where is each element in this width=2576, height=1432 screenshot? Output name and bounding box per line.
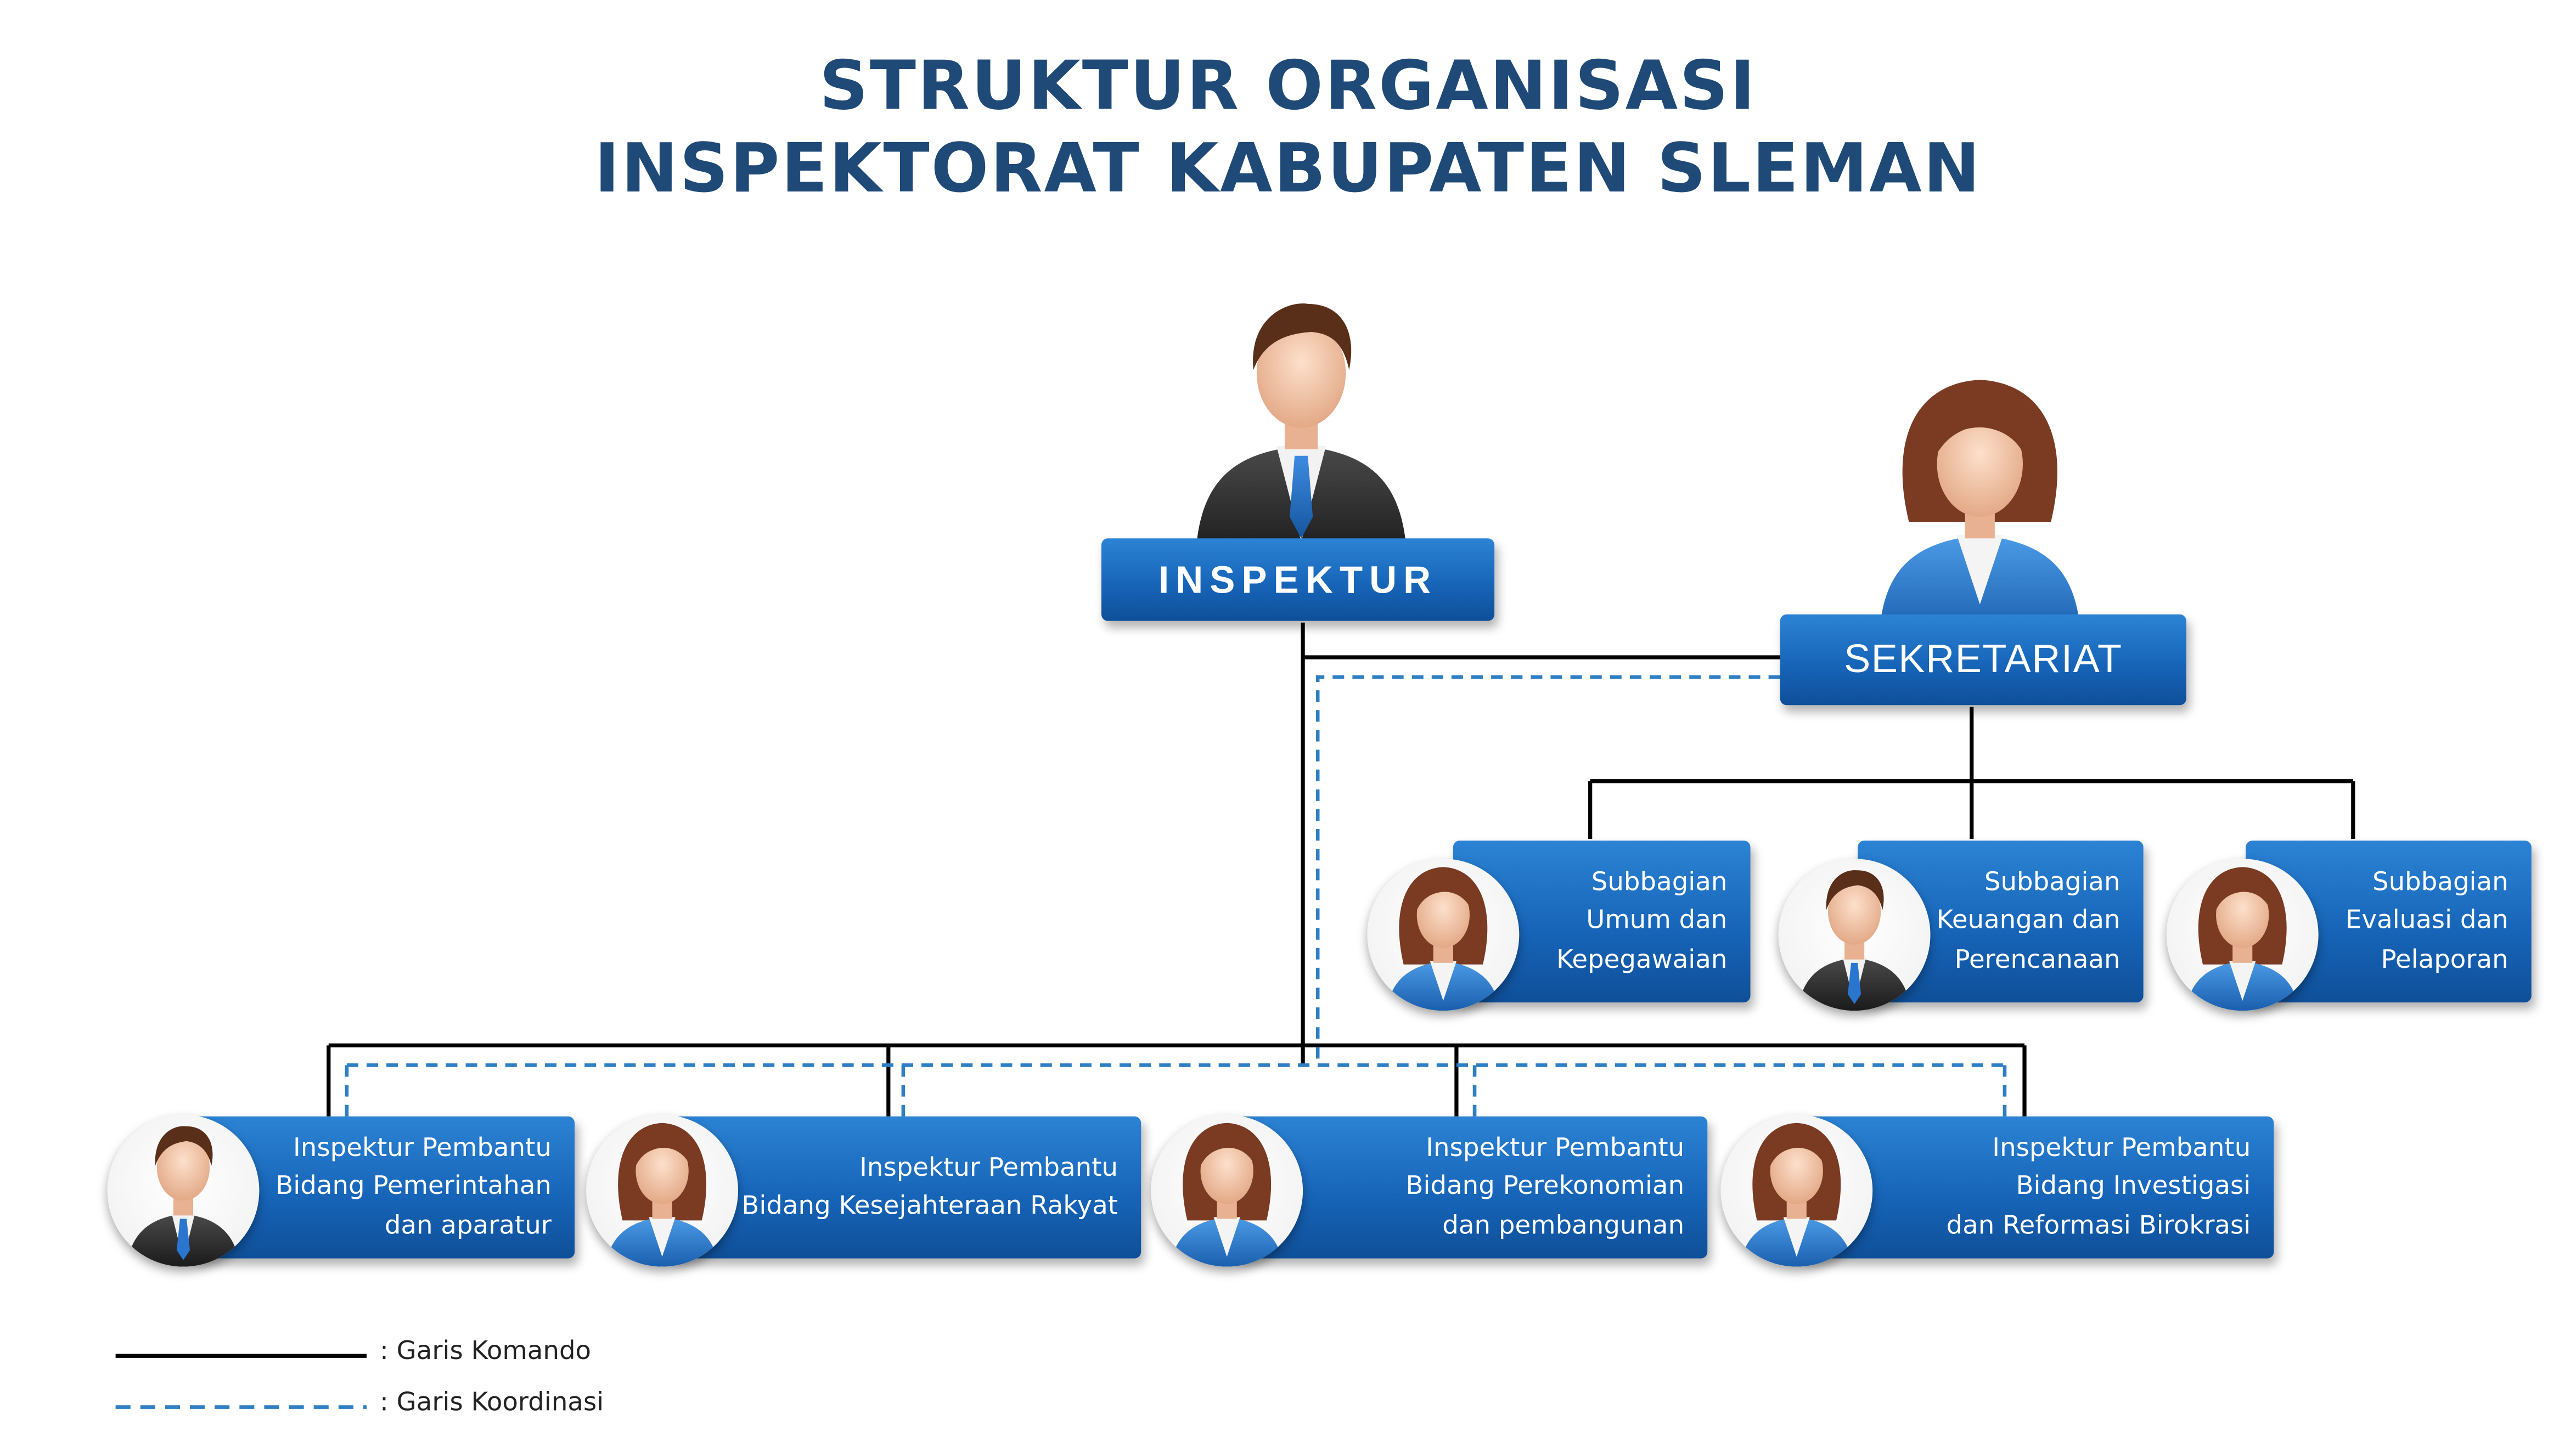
inspektur-pembantu-card-line: Inspektur Pembantu [859,1152,1118,1182]
sekretariat-label: SEKRETARIAT [1844,636,2123,681]
inspektur-pembantu-card-line: dan pembangunan [1442,1210,1685,1240]
subbagian-card-line: Kepegawaian [1556,944,1728,974]
inspektur-pembantu-card-line: Inspektur Pembantu [293,1132,552,1163]
subbagian-card-line: Pelaporan [2381,944,2508,974]
male-official-icon [1185,294,1416,559]
legend-command-label: : Garis Komando [380,1336,592,1366]
inspektur-pembantu-card-line: Inspektur Pembantu [1426,1132,1685,1163]
command-lines [327,622,2355,1117]
subbagian-card-line: Subbagian [1591,866,1728,897]
female-official-icon [1367,859,1520,1011]
subbagian-card-line: Keuangan dan [1936,905,2121,935]
legend-coordination-label: : Garis Koordinasi [380,1387,604,1417]
inspektur-pembantu-card-line: Bidang Perekonomian [1405,1171,1685,1202]
subbagian-card-line: Evaluasi dan [2346,905,2508,935]
inspektur-pembantu-card-line: Bidang Investigasi [2016,1171,2251,1202]
female-official-icon [586,1114,739,1267]
inspektur-pembantu-card-line: dan Reformasi Birokrasi [1946,1210,2251,1240]
coordination-line-from-sekretariat [1315,675,1780,1064]
subbagian-card-line: Subbagian [1984,866,2121,897]
title-line-2: INSPEKTORAT KABUPATEN SLEMAN [594,128,1982,208]
female-official-icon [1720,1114,1873,1267]
female-official-icon [2166,859,2319,1011]
female-official-icon [1866,373,2094,638]
inspektur-pembantu-card-line: Bidang Kesejahteraan Rakyat [741,1191,1118,1221]
subbagian-card-line: Umum dan [1586,905,1728,935]
subbagian-card-line: Subbagian [2372,866,2508,897]
female-official-icon [1151,1114,1303,1267]
inspektur-box: INSPEKTUR [1101,538,1495,621]
inspektur-label: INSPEKTUR [1158,557,1438,601]
inspektur-pembantu-card-line: Inspektur Pembantu [1992,1132,2251,1163]
male-official-icon [107,1114,260,1267]
subbagian-card-line: Perencanaan [1954,944,2121,974]
coordination-lines [345,675,2007,1117]
sekretariat-box: SEKRETARIAT [1780,614,2186,706]
inspektur-pembantu-card-line: Bidang Pemerintahan [275,1171,552,1202]
male-official-icon [1778,859,1931,1011]
inspektur-pembantu-card-line: dan aparatur [384,1210,552,1240]
title-line-1: STRUKTUR ORGANISASI [819,46,1757,126]
